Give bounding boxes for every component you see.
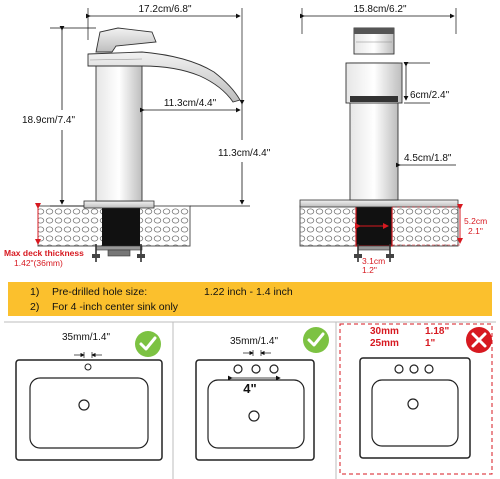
sink2-hole-label: 35mm/1.4" <box>230 336 278 347</box>
side-view-faucet <box>299 27 459 262</box>
check-icon <box>135 331 161 357</box>
body-height-label: 6cm/2.4" <box>410 90 450 101</box>
sink1-faucet-hole <box>84 363 92 371</box>
sink1-basin-outline <box>15 359 163 461</box>
shank-in: 1.2" <box>362 265 377 275</box>
side-width-label: 15.8cm/6.2" <box>353 4 406 15</box>
sink1-drain <box>78 399 90 411</box>
sink1-hole-label: 35mm/1.4" <box>62 332 110 343</box>
deck-height-dimension: 5.2cm 2.1" <box>392 204 487 246</box>
sink3-drain <box>407 398 419 410</box>
sink2-basin-outline <box>195 359 315 461</box>
deck-height-in: 2.1" <box>468 226 483 236</box>
check-icon <box>303 327 329 353</box>
front-height-label: 18.9cm/7.4" <box>22 115 75 126</box>
front-width-label: 17.2cm/6.8" <box>138 4 191 15</box>
max-deck-label: Max deck thickness <box>4 248 84 258</box>
note-hole-size-value: 1.22 inch - 1.4 inch <box>204 286 293 298</box>
spout-height-label: 11.3cm/4.4" <box>218 148 271 159</box>
sink-panel-small-holes: 30mm 1.18" 25mm 1" <box>339 323 493 475</box>
max-deck-value: 1.42"(36mm) <box>14 258 63 268</box>
note-center-sink: 2)For 4 -inch center sink only <box>30 301 179 313</box>
sink3-hole-right <box>424 364 434 374</box>
shank-cm: 3.1cm <box>362 256 385 266</box>
base-width-dimension: 4.5cm/1.8" <box>396 153 456 168</box>
sink2-center-spacing: 4" <box>243 381 256 396</box>
note-center-sink-text: For 4 -inch center sink only <box>52 301 179 313</box>
sink2-hole-center <box>251 364 261 374</box>
sink3-hole-left <box>394 364 404 374</box>
sink3-basin-outline <box>359 357 471 459</box>
sink-panel-one-hole: 35mm/1.4" <box>15 331 163 461</box>
front-height-dimension: 18.9cm/7.4" <box>22 26 96 207</box>
sink3-mm1: 30mm <box>370 326 399 337</box>
body-height-dimension: 6cm/2.4" <box>403 62 450 104</box>
sink2-hole-left <box>233 364 243 374</box>
note-hole-size: 1)Pre-drilled hole size: 1.22 inch - 1.4… <box>30 286 293 298</box>
sink3-mm2: 25mm <box>370 338 399 349</box>
sink-panel-three-hole: 35mm/1.4" 4" <box>195 327 329 461</box>
spout-reach-dimension: 11.3cm/4.4" <box>140 98 241 113</box>
spout-height-dimension: 11.3cm/4.4" <box>190 100 271 207</box>
front-width-dimension: 17.2cm/6.8" <box>86 4 243 100</box>
x-icon <box>466 327 492 353</box>
sink3-in2: 1" <box>425 338 436 349</box>
shank-dimension: 3.1cm 1.2" <box>355 223 389 275</box>
deck-height-cm: 5.2cm <box>464 216 487 226</box>
note-hole-size-text: Pre-drilled hole size: <box>52 286 148 298</box>
spout-reach-label: 11.3cm/4.4" <box>164 98 217 109</box>
sink3-hole-center <box>409 364 419 374</box>
max-deck-dimension: Max deck thickness 1.42"(36mm) <box>4 203 84 268</box>
notes-banner: 1)Pre-drilled hole size: 1.22 inch - 1.4… <box>8 282 492 316</box>
sink2-hole-right <box>269 364 279 374</box>
side-width-dimension: 15.8cm/6.2" <box>300 4 457 34</box>
sink2-drain <box>248 410 260 422</box>
front-view-faucet <box>37 27 241 262</box>
base-width-label: 4.5cm/1.8" <box>404 153 452 164</box>
sink3-in1: 1.18" <box>425 326 449 337</box>
